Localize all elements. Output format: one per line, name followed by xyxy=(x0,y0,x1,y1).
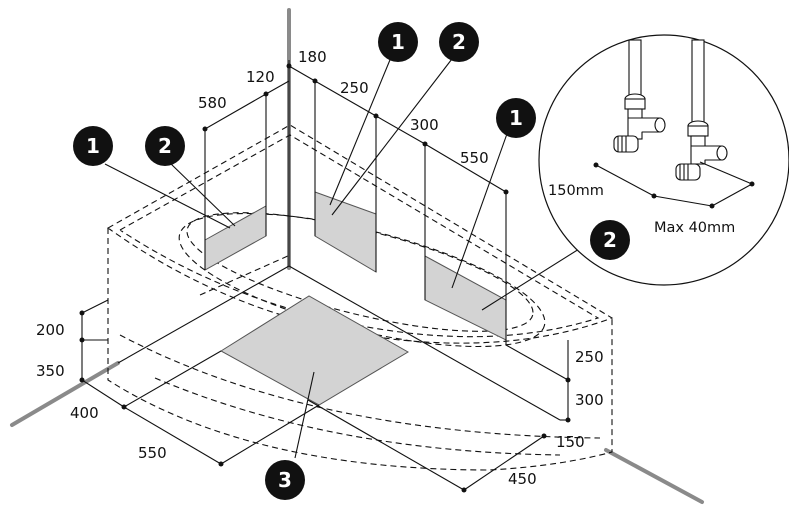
zone-1-left xyxy=(204,205,267,271)
zone-3-floor xyxy=(220,295,409,406)
inset-circle xyxy=(538,34,789,286)
right-wall-line xyxy=(604,448,704,504)
svg-text:3: 3 xyxy=(278,468,292,492)
zone-1-right xyxy=(424,255,507,341)
dim-550-bottom: 550 xyxy=(138,444,167,462)
dimension-points xyxy=(79,63,571,493)
dim-400: 400 xyxy=(70,404,99,422)
valve-icon xyxy=(675,39,728,181)
svg-text:2: 2 xyxy=(603,228,617,252)
dim-300-top: 300 xyxy=(410,116,439,134)
zone-2-top xyxy=(314,191,377,273)
svg-text:2: 2 xyxy=(158,134,172,158)
floor-edges xyxy=(117,60,561,421)
dim-150: 150 xyxy=(556,433,585,451)
leader-lines xyxy=(104,54,588,459)
svg-text:2: 2 xyxy=(452,30,466,54)
dim-550-top: 550 xyxy=(460,149,489,167)
zones xyxy=(204,191,507,406)
inset-spacing-label: 150mm xyxy=(548,183,604,199)
svg-text:1: 1 xyxy=(86,134,100,158)
badge-2-left: 2 xyxy=(145,126,185,166)
badge-3-bottom: 3 xyxy=(265,460,305,500)
inset-detail: 150mm Max 40mm 2 xyxy=(538,34,789,286)
dim-120: 120 xyxy=(246,68,275,86)
dimension-lines xyxy=(81,65,569,491)
dimension-labels: 180 120 250 580 300 550 200 350 250 400 … xyxy=(36,48,604,488)
dim-300-right: 300 xyxy=(575,391,604,409)
badge-2-inset: 2 xyxy=(590,220,630,260)
dim-200: 200 xyxy=(36,321,65,339)
dim-450: 450 xyxy=(508,470,537,488)
badge-2-top: 2 xyxy=(439,22,479,62)
valve-icon xyxy=(613,39,666,153)
svg-text:1: 1 xyxy=(391,30,405,54)
svg-text:1: 1 xyxy=(509,106,523,130)
dim-180: 180 xyxy=(298,48,327,66)
dim-580: 580 xyxy=(198,94,227,112)
dim-350: 350 xyxy=(36,362,65,380)
dim-250-right: 250 xyxy=(575,348,604,366)
left-wall-line xyxy=(10,361,120,427)
badge-1-right: 1 xyxy=(496,98,536,138)
inset-max-label: Max 40mm xyxy=(654,220,735,236)
badge-1-top: 1 xyxy=(378,22,418,62)
badge-1-left: 1 xyxy=(73,126,113,166)
dim-250-top: 250 xyxy=(340,79,369,97)
